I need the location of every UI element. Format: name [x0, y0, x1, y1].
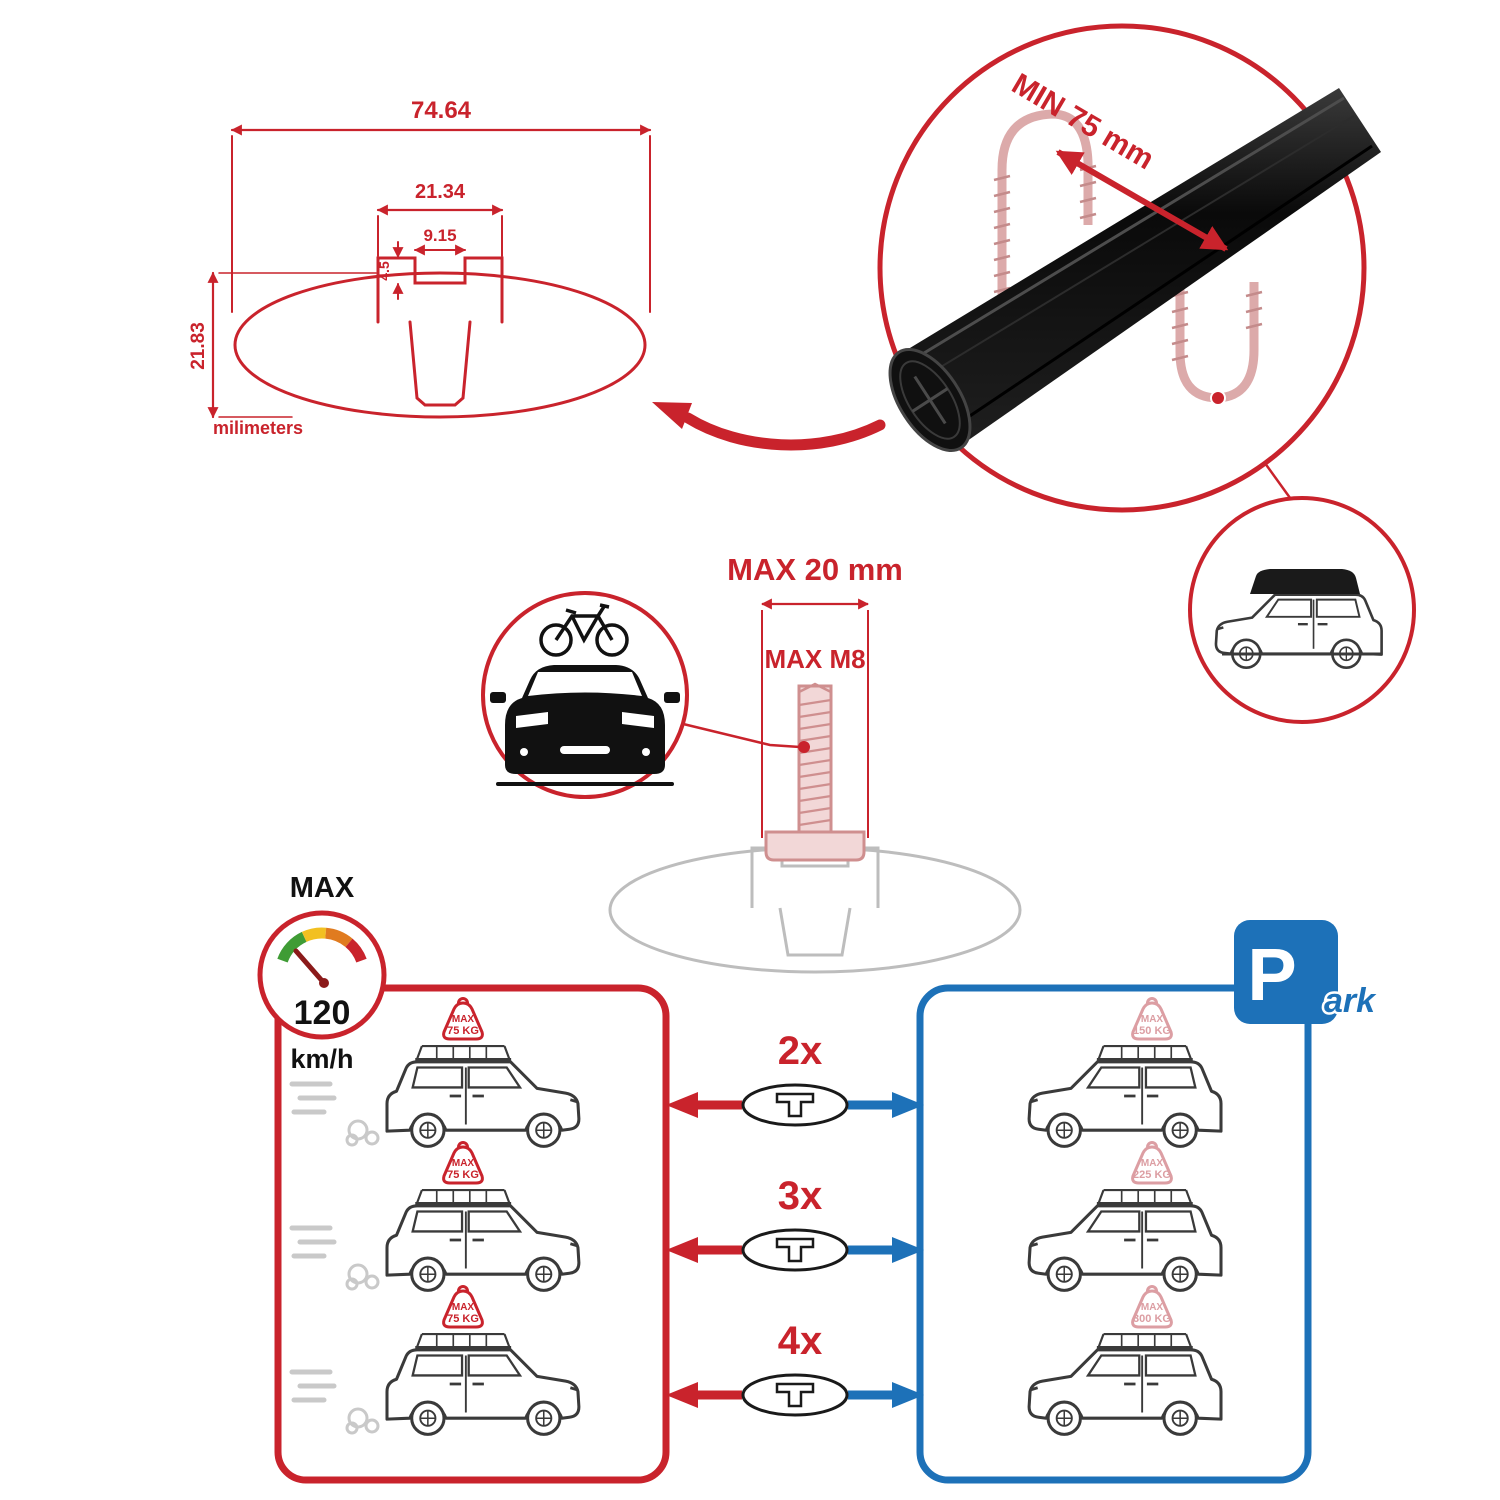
roof-box-illustration [1250, 569, 1360, 594]
right-arrowhead-icon [892, 1237, 924, 1263]
bolt-pointer-dot [798, 741, 810, 753]
tag-title: MAX [1141, 1014, 1164, 1025]
park-suffix: ark [1324, 982, 1377, 1020]
roofbox-suv-circle [1188, 496, 1416, 724]
crossbar-profile [233, 256, 647, 419]
car-illustration [387, 1190, 579, 1290]
dim-height-label: 21.83 [188, 322, 209, 370]
min-span-arrow [1055, 149, 1229, 252]
tag-title: MAX [452, 1302, 475, 1313]
curved-arrow-icon [652, 402, 886, 451]
bolt-leader-line [674, 720, 801, 749]
tag-title: MAX [1141, 1302, 1164, 1313]
car-illustration [387, 1334, 579, 1434]
tag-load: 75 KG [447, 1169, 479, 1181]
speed-max-label: MAX [290, 872, 355, 904]
load-tag: MAX 300 KG [1131, 1285, 1173, 1329]
motion-lines-icon [292, 1084, 378, 1145]
units-label: milimeters [213, 418, 303, 438]
bar-count-label: 2x [778, 1029, 823, 1073]
bolt-max-thread-label: MAX M8 [764, 644, 865, 674]
car-illustration [1029, 1334, 1221, 1434]
t-bolt-illustration [764, 682, 866, 862]
speedometer: MAX 120 km/h [257, 872, 387, 1074]
gray-profile [608, 846, 1022, 974]
dim-slot-depth-label: 4.5 [376, 261, 392, 281]
tag-load: 150 KG [1133, 1025, 1171, 1037]
bar-count-label: 4x [778, 1319, 823, 1363]
tag-load: 75 KG [447, 1313, 479, 1325]
speed-units: km/h [290, 1044, 353, 1074]
tag-title: MAX [452, 1014, 475, 1025]
gauge-needle-hub [319, 978, 329, 988]
t-slot-glyph [775, 1382, 815, 1408]
gauge-needle [293, 948, 327, 986]
right-arrowhead-icon [892, 1092, 924, 1118]
car-illustration [1029, 1190, 1221, 1290]
tag-load: 300 KG [1133, 1313, 1171, 1325]
parked-zone-box [916, 984, 1312, 1484]
extension-lines [218, 135, 651, 418]
bolt-extension-lines [761, 610, 869, 838]
dim-channel-label: 21.34 [415, 181, 466, 203]
technical-drawing: 74.64 21.34 9.15 4.5 21.83 milimeters [188, 97, 652, 438]
crossbar-section-icon [741, 1228, 849, 1272]
right-arrowhead-icon [892, 1382, 924, 1408]
bike-car-circle [481, 591, 810, 799]
gauge-arcs [277, 927, 367, 963]
left-arrowhead-icon [666, 1382, 698, 1408]
crossbar-zoom-circle: MIN 75 mm [877, 23, 1381, 513]
t-slot-glyph [775, 1237, 815, 1263]
t-slot-glyph [775, 1092, 815, 1118]
tag-title: MAX [452, 1158, 475, 1169]
driving-zone-box [274, 984, 670, 1484]
dim-overall-label: 74.64 [411, 97, 472, 124]
motion-lines-icon [292, 1372, 378, 1433]
speed-value: 120 [294, 994, 351, 1032]
load-tag: MAX 225 KG [1131, 1141, 1173, 1185]
park-sign: P ark [1234, 920, 1380, 1024]
crossbar-section-icon [741, 1083, 849, 1127]
tag-title: MAX [1141, 1158, 1164, 1169]
load-tag: MAX 75 KG [442, 1141, 484, 1185]
load-tag: MAX 75 KG [442, 1285, 484, 1329]
load-tag: MAX 150 KG [1131, 997, 1173, 1041]
car-front-with-bike-illustration [490, 603, 680, 786]
crossbar-end-cap [888, 347, 972, 453]
tag-load: 75 KG [447, 1025, 479, 1037]
crossbar-section-icon [741, 1373, 849, 1417]
park-letter: P [1247, 933, 1296, 1016]
bar-count-label: 3x [778, 1174, 823, 1218]
bike-icon [539, 603, 629, 657]
bolt-diagram: MAX 20 mm MAX M8 [608, 552, 1022, 974]
load-tag: MAX 75 KG [442, 997, 484, 1041]
motion-lines-icon [292, 1228, 378, 1289]
bar-count-row-2x: 2x [666, 1029, 924, 1127]
driving-cars: MAX 75 KG MAX 75 KG MAX 75 KG [292, 997, 579, 1435]
bar-count-row-3x: 3x [666, 1174, 924, 1272]
tag-load: 225 KG [1133, 1169, 1171, 1181]
bar-count-row-4x: 4x [666, 1319, 924, 1417]
clamp-pointer-dot [1210, 390, 1226, 406]
parked-cars: MAX 150 KG MAX 225 KG MAX 300 KG [1029, 997, 1221, 1435]
left-arrowhead-icon [666, 1237, 698, 1263]
car-illustration [387, 1046, 579, 1146]
crossbar-render [888, 88, 1381, 453]
dim-slot-label: 9.15 [423, 226, 456, 245]
left-arrowhead-icon [666, 1092, 698, 1118]
car-illustration [1029, 1046, 1221, 1146]
bolt-max-width-label: MAX 20 mm [727, 552, 903, 587]
